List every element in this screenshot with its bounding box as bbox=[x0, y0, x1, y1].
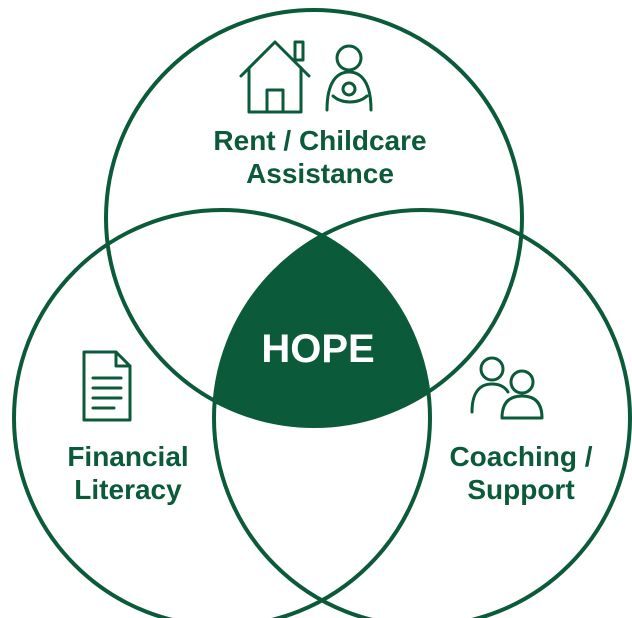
circle-top bbox=[104, 8, 524, 428]
left-circle-label-line-2: Literacy bbox=[74, 474, 182, 505]
people-icon bbox=[470, 356, 544, 420]
left-circle-label-line-1: Financial bbox=[67, 441, 188, 472]
top-circle-label-line-1: Rent / Childcare bbox=[213, 125, 426, 156]
center-label: HOPE bbox=[261, 327, 374, 371]
right-circle-label-line-2: Support bbox=[467, 474, 574, 505]
circle-right bbox=[212, 208, 632, 618]
circle-left bbox=[12, 208, 432, 618]
parent-with-baby-icon bbox=[325, 44, 373, 112]
document-icon bbox=[82, 350, 132, 422]
top-circle-label-line-2: Assistance bbox=[246, 158, 394, 189]
house-icon bbox=[239, 40, 311, 114]
right-circle-label-line-1: Coaching / bbox=[449, 441, 592, 472]
